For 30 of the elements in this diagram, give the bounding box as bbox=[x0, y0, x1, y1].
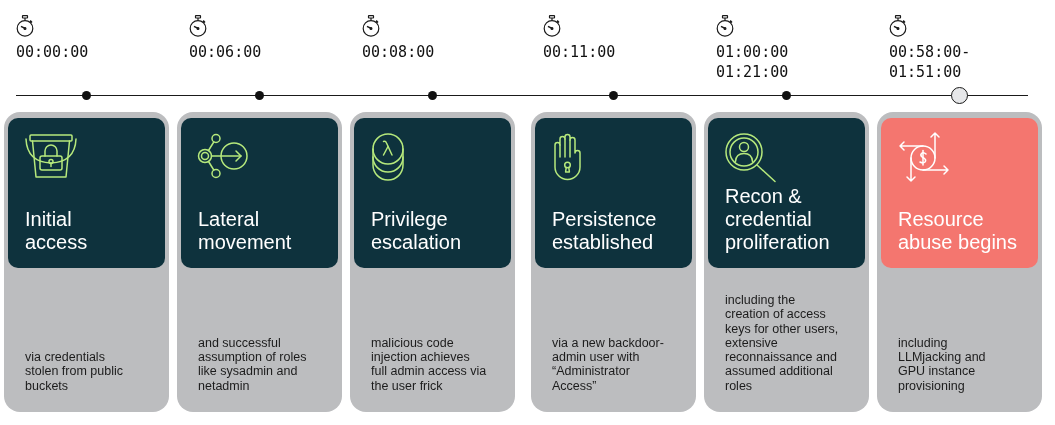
stage-header-card bbox=[354, 118, 511, 268]
timestamp: 00:08:00 bbox=[362, 42, 436, 62]
timestamp: 01:00:00 01:21:00 bbox=[716, 42, 790, 82]
stage-title: Persistence established bbox=[552, 208, 658, 254]
stage-title: Initial access bbox=[25, 208, 89, 254]
stage-description: via credentials stolen from public buckets bbox=[25, 350, 124, 393]
stage-card bbox=[704, 112, 869, 412]
stage-header-card bbox=[181, 118, 338, 268]
timestamp: 00:06:00 bbox=[189, 42, 263, 62]
stage-header-card bbox=[881, 118, 1038, 268]
stage-description: including the creation of access keys for other users, extensive reconnaissance and assumed additional roles bbox=[725, 292, 840, 393]
stage-title: Recon & credential proliferation bbox=[725, 185, 831, 254]
stage-card bbox=[531, 112, 696, 412]
stage-card bbox=[350, 112, 515, 412]
stage-description: including LLMjacking and GPU instance provisioning bbox=[898, 335, 987, 393]
stage-header-card bbox=[8, 118, 165, 268]
stage-title: Lateral movement bbox=[198, 208, 293, 254]
stage-card bbox=[177, 112, 342, 412]
timestamp: 00:58:00- 01:51:00 bbox=[889, 42, 972, 82]
stage-description: malicious code injection achieves full admin access via the user frick bbox=[371, 335, 487, 393]
stage-header-card bbox=[535, 118, 692, 268]
timestamp: 00:00:00 bbox=[16, 42, 90, 62]
stage-description: via a new backdoor-admin user with “Administrator Access” bbox=[552, 335, 665, 393]
stage-description: and successful assumption of roles like sysadmin and netadmin bbox=[198, 335, 308, 393]
stage-header-card bbox=[708, 118, 865, 268]
stage-title: Resource abuse begins bbox=[898, 208, 1018, 254]
stage-card bbox=[4, 112, 169, 412]
timestamp: 00:11:00 bbox=[543, 42, 617, 62]
stage-card bbox=[877, 112, 1042, 412]
stage-title: Privilege escalation bbox=[371, 208, 463, 254]
